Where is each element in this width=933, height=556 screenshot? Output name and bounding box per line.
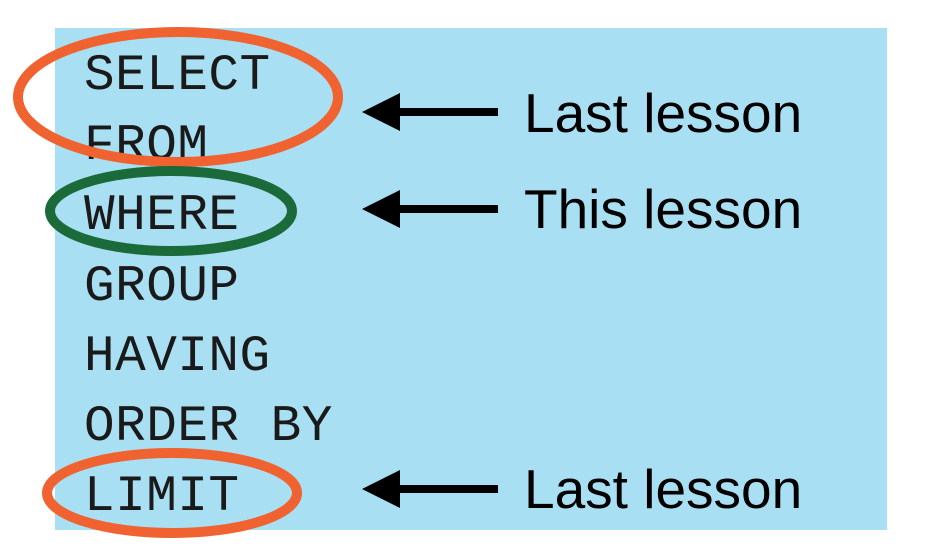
note-last-lesson-top: Last lesson — [524, 82, 803, 144]
keyword-where: WHERE — [84, 188, 240, 245]
note-this-lesson: This lesson — [524, 178, 803, 240]
arrow-icon — [362, 190, 498, 228]
keyword-order-by: ORDER BY — [84, 399, 333, 456]
this-lesson-ring — [45, 166, 297, 256]
last-lesson-ring-bottom — [42, 448, 302, 538]
keyword-select: SELECT — [84, 48, 271, 105]
keyword-limit: LIMIT — [84, 469, 240, 526]
arrow-icon — [362, 470, 498, 508]
keyword-group: GROUP — [84, 259, 240, 316]
note-last-lesson-bottom: Last lesson — [524, 458, 803, 520]
arrow-icon — [362, 93, 498, 131]
last-lesson-ring-top — [13, 27, 343, 167]
keyword-having: HAVING — [84, 329, 271, 386]
